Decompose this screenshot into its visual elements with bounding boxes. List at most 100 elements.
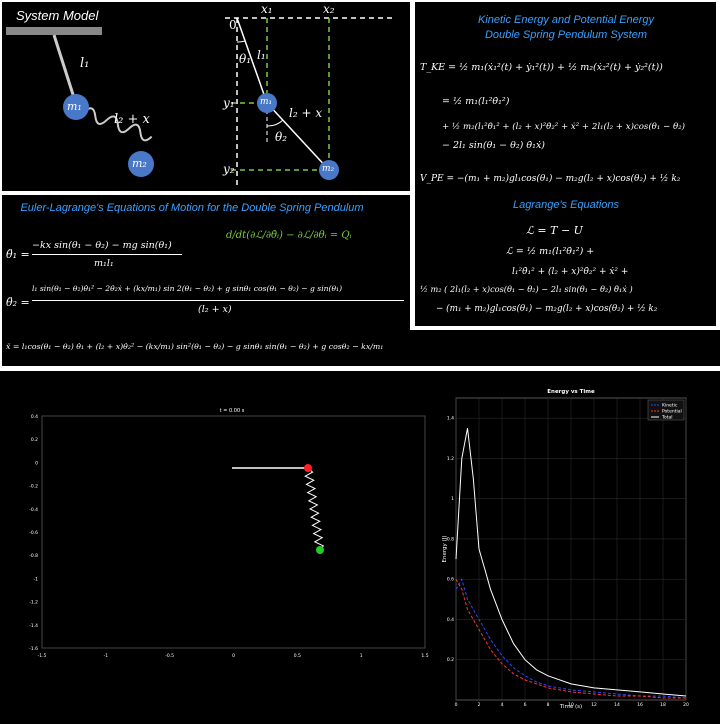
mass-m1 bbox=[257, 93, 277, 113]
mass-m2 bbox=[128, 151, 154, 177]
frame-top bbox=[0, 0, 720, 2]
ceiling-support bbox=[6, 27, 102, 35]
chart-xtick-label: 14 bbox=[614, 702, 620, 708]
tke-eq-2: = ½ m₁(l₁²θ̇₁²) bbox=[442, 96, 510, 107]
legend-label: Potential bbox=[662, 409, 682, 415]
chart-ytick-label: 0.4 bbox=[447, 617, 454, 623]
anim-xtick-label: -1.5 bbox=[38, 653, 47, 659]
tke-eq-3: + ½ m₂(l₁²θ̇₁² + (l₂ + x)²θ̇₂² + ẋ² + 2l… bbox=[442, 122, 685, 132]
energy-title-line2: Double Spring Pendulum System bbox=[484, 29, 648, 41]
chart-series-group bbox=[455, 428, 687, 699]
chart-title: Energy vs Time bbox=[547, 389, 595, 395]
legend-label: Total bbox=[661, 415, 673, 421]
geometry-panel: x₁ x₂ 0 θ₁ l₁ l₂ + x θ₂ y₁ y₂ m₁ m₂ bbox=[205, 2, 410, 191]
chart-ytick-label: 0.8 bbox=[447, 536, 454, 542]
label-theta1: θ₁ bbox=[239, 52, 252, 66]
theta2-arc bbox=[266, 119, 284, 127]
euler-lagrange-panel: Euler-Lagrange's Equations of Motion for… bbox=[2, 196, 410, 366]
theta1-arc bbox=[236, 40, 246, 43]
anim-ytick-label: -0.8 bbox=[29, 553, 38, 559]
chart-xtick-label: 2 bbox=[478, 702, 481, 708]
anim-ytick-label: 0.2 bbox=[31, 437, 38, 443]
chart-ylabel: Energy (J) bbox=[442, 536, 448, 563]
chart-xlabel: Time (s) bbox=[559, 704, 582, 710]
mass-m1 bbox=[63, 94, 89, 120]
anim-ytick-group: 0.40.20-0.2-0.4-0.6-0.8-1-1.2-1.4-1.6 bbox=[29, 414, 38, 652]
theta2-numerator: l₁ sin(θ₁ − θ₂)θ̇₁² − 2θ̇₂ẋ + (kx/m₁) si… bbox=[32, 284, 343, 293]
lagrangian-line1: ℒ = ½ m₁(l₁²θ̇₁²) + bbox=[506, 246, 595, 257]
lagrangian-def: ℒ = T − U bbox=[526, 224, 583, 237]
anim-xtick-label: -0.5 bbox=[165, 653, 174, 659]
label-y1: y₁ bbox=[223, 96, 235, 110]
anim-xtick-label: 1.5 bbox=[421, 653, 428, 659]
chart-series-total bbox=[455, 428, 687, 697]
chart-ytick-label: 1 bbox=[451, 496, 454, 502]
label-m1: m₁ bbox=[260, 97, 273, 107]
anim-ytick-label: -1.6 bbox=[29, 646, 38, 652]
chart-ytick-label: 1.2 bbox=[447, 456, 454, 462]
rod-l1 bbox=[236, 17, 268, 104]
chart-xtick-label: 16 bbox=[637, 702, 643, 708]
anim-xtick-label: 0.5 bbox=[294, 653, 301, 659]
chart-ytick-label: 1.4 bbox=[447, 416, 454, 422]
pendulum-spring bbox=[304, 467, 325, 551]
anim-axes-box bbox=[41, 415, 426, 649]
anim-ytick-label: -1.2 bbox=[29, 600, 38, 606]
label-m2: m₂ bbox=[132, 157, 147, 170]
chart-ytick-label: 0.2 bbox=[447, 657, 454, 663]
theta1-lhs: θ̈₁ = bbox=[6, 248, 30, 261]
frame-divider-bottom bbox=[0, 366, 720, 371]
label-m1: m₁ bbox=[67, 100, 82, 113]
anim-ytick-label: -1 bbox=[34, 576, 39, 582]
frame-divider-right bbox=[410, 326, 720, 330]
spring-coil bbox=[83, 107, 153, 142]
label-y2: y₂ bbox=[223, 162, 235, 176]
lagrangian-line2: l₁²θ̇₁² + (l₂ + x)²θ̇₂² + ẋ² + bbox=[512, 267, 629, 277]
label-l1: l₁ bbox=[257, 48, 266, 62]
legend-label: Kinetic bbox=[662, 403, 678, 409]
xddot-eq: ẍ = l₁cos(θ₁ − θ₂) θ̇₁ + (l₂ + x)θ̇₂² − … bbox=[6, 342, 384, 351]
chart-xtick-label: 12 bbox=[591, 702, 597, 708]
mass-m2 bbox=[319, 160, 339, 180]
chart-series-kinetic bbox=[455, 577, 687, 699]
geometry-drawing bbox=[225, 17, 395, 188]
frame-divider-vertical bbox=[410, 0, 415, 330]
chart-xtick-label: 18 bbox=[660, 702, 666, 708]
chart-xtick-label: 10 bbox=[568, 702, 574, 708]
rod-l2 bbox=[266, 102, 330, 171]
anim-xtick-label: 1 bbox=[360, 653, 363, 659]
anim-ytick-label: -0.2 bbox=[29, 484, 38, 490]
chart-xtick-label: 20 bbox=[683, 702, 689, 708]
label-x1: x₁ bbox=[261, 2, 273, 16]
anim-xtick-label: -1 bbox=[104, 653, 109, 659]
chart-xtick-label: 0 bbox=[455, 702, 458, 708]
system-model-drawing bbox=[6, 27, 154, 177]
chart-series-potential bbox=[455, 578, 686, 699]
frame-divider-left bbox=[0, 191, 412, 195]
label-theta2: θ₂ bbox=[275, 130, 288, 144]
chart-xtick-label: 4 bbox=[501, 702, 504, 708]
energy-panel: Kinetic Energy and Potential Energy Doub… bbox=[416, 4, 716, 326]
label-x2: x₂ bbox=[323, 2, 335, 16]
tke-eq-4: − 2l₁ sin(θ₁ − θ₂) θ̇₁ẋ) bbox=[442, 140, 546, 151]
label-l1: l₁ bbox=[80, 56, 90, 71]
theta1-fraction-bar bbox=[32, 254, 182, 255]
system-model-panel: System Model l₁ l₂ + x m₁ m₂ bbox=[4, 4, 204, 190]
general-el-eq: d/dt(∂ℒ/∂θ̇ᵢ) − ∂ℒ/∂θᵢ = Qᵢ bbox=[226, 230, 352, 241]
energy-title-line1: Kinetic Energy and Potential Energy bbox=[477, 14, 655, 26]
anim-ytick-label: -1.4 bbox=[29, 623, 38, 629]
tke-eq-1: T_KE = ½ m₁(ẋ₁²(t) + ẏ₁²(t)) + ½ m₂(ẋ₂²(… bbox=[420, 62, 663, 73]
pendulum-mass1 bbox=[304, 464, 312, 472]
anim-ytick-label: -0.6 bbox=[29, 530, 38, 536]
pendulum-mass2 bbox=[316, 546, 324, 554]
system-model-title: System Model bbox=[16, 8, 99, 23]
label-l2x: l₂ + x bbox=[289, 106, 323, 120]
theta1-numerator: −kx sin(θ₁ − θ₂) − mg sin(θ₁) bbox=[32, 240, 172, 251]
chart-xtick-label: 6 bbox=[524, 702, 527, 708]
